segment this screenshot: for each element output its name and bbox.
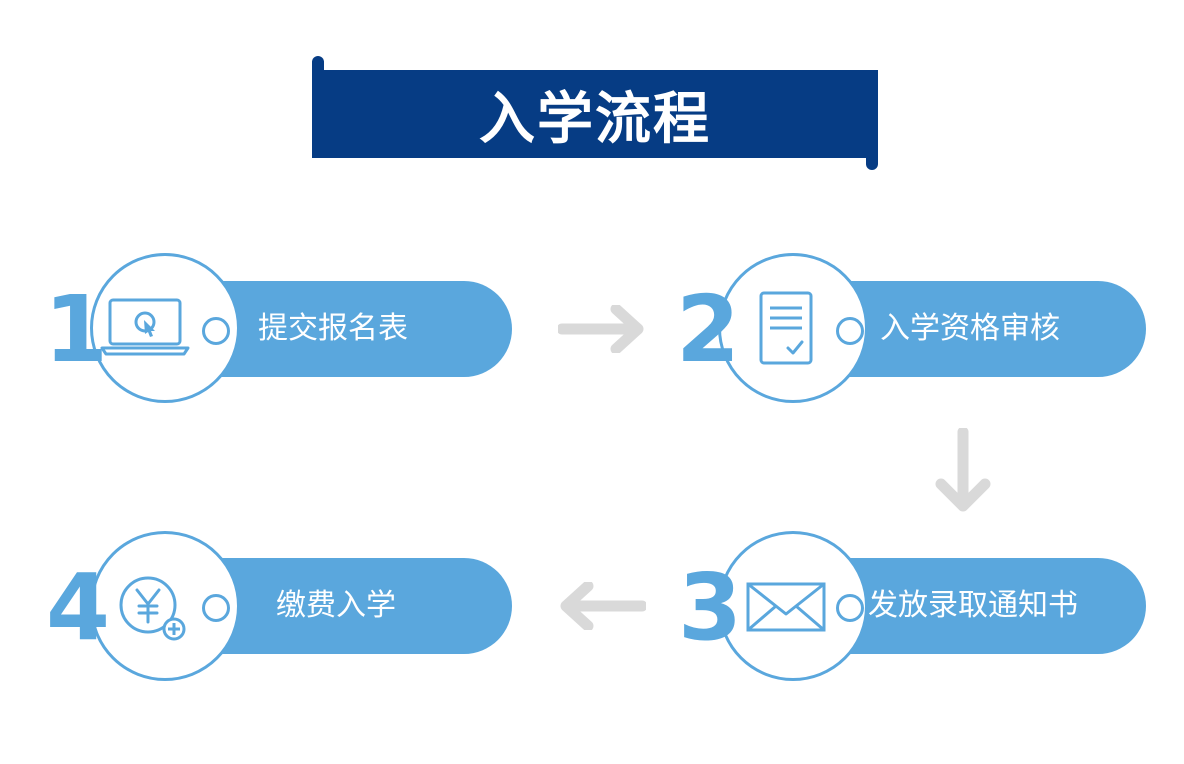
arrow-right-icon bbox=[558, 305, 644, 353]
step-connector-dot bbox=[836, 594, 864, 622]
step-number: 2 bbox=[676, 276, 741, 383]
step-number: 4 bbox=[46, 554, 111, 661]
step-label: 缴费入学 bbox=[276, 588, 396, 623]
step-label: 入学资格审核 bbox=[880, 311, 1060, 346]
step-number: 3 bbox=[678, 554, 743, 661]
yen-coin-icon bbox=[119, 576, 186, 641]
laptop-icon bbox=[100, 298, 190, 356]
step-number: 1 bbox=[44, 276, 109, 383]
arrow-left-icon bbox=[560, 582, 646, 630]
envelope-icon bbox=[746, 582, 826, 632]
step-connector-dot bbox=[202, 317, 230, 345]
page-title: 入学流程 bbox=[479, 86, 711, 152]
step-connector-dot bbox=[836, 317, 864, 345]
step-connector-dot bbox=[202, 594, 230, 622]
title-banner: 入学流程 bbox=[312, 56, 878, 170]
step-label: 提交报名表 bbox=[258, 311, 408, 346]
arrow-down-icon bbox=[935, 428, 991, 512]
step-label: 发放录取通知书 bbox=[868, 588, 1078, 623]
step-circle bbox=[90, 531, 240, 681]
document-check-icon bbox=[759, 291, 813, 365]
